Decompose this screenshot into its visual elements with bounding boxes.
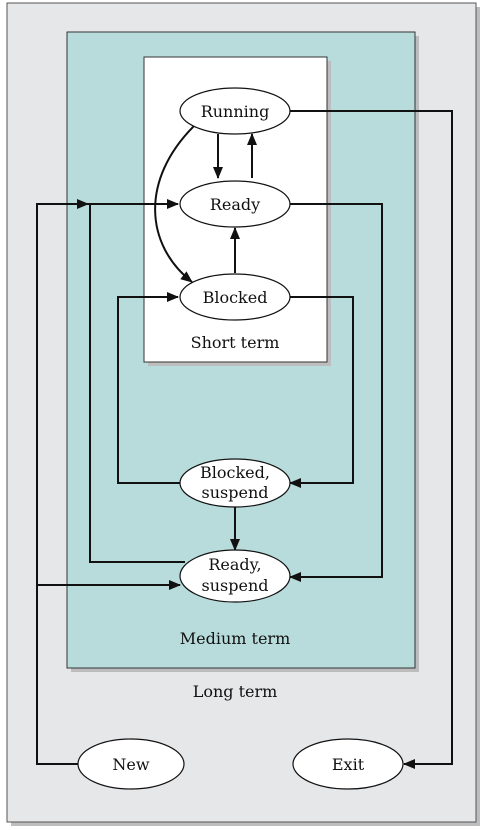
state-blocked-suspend-line2: suspend [202,483,269,502]
state-running: Running [179,87,291,135]
blocked-suspend-to-blocked-arrow [117,292,180,484]
state-exit-label: Exit [332,755,365,774]
state-ready: Ready [179,180,291,228]
state-ready-suspend-line1: Ready, [208,555,261,574]
ready-suspend-to-ready-arrow [89,199,185,563]
medium-term-label: Medium term [180,629,291,648]
state-ready-label: Ready [210,195,260,214]
state-exit: Exit [292,738,404,790]
state-new: New [77,738,185,790]
state-running-label: Running [201,102,270,121]
state-blocked-suspend: Blocked, suspend [179,458,291,508]
running-to-blocked-arrow [154,125,195,283]
running-to-exit-arrow [290,110,453,769]
state-blocked-label: Blocked [203,288,268,307]
state-ready-suspend-line2: suspend [202,576,269,595]
state-blocked-suspend-line1: Blocked, [200,463,270,482]
state-new-label: New [112,755,149,774]
short-term-label: Short term [191,333,280,352]
long-term-label: Long term [193,682,278,701]
state-ready-suspend: Ready, suspend [179,549,291,603]
state-blocked: Blocked [179,273,291,321]
blocked-to-blocked-suspend-arrow [289,296,354,488]
ready-to-ready-suspend-arrow [289,203,383,582]
